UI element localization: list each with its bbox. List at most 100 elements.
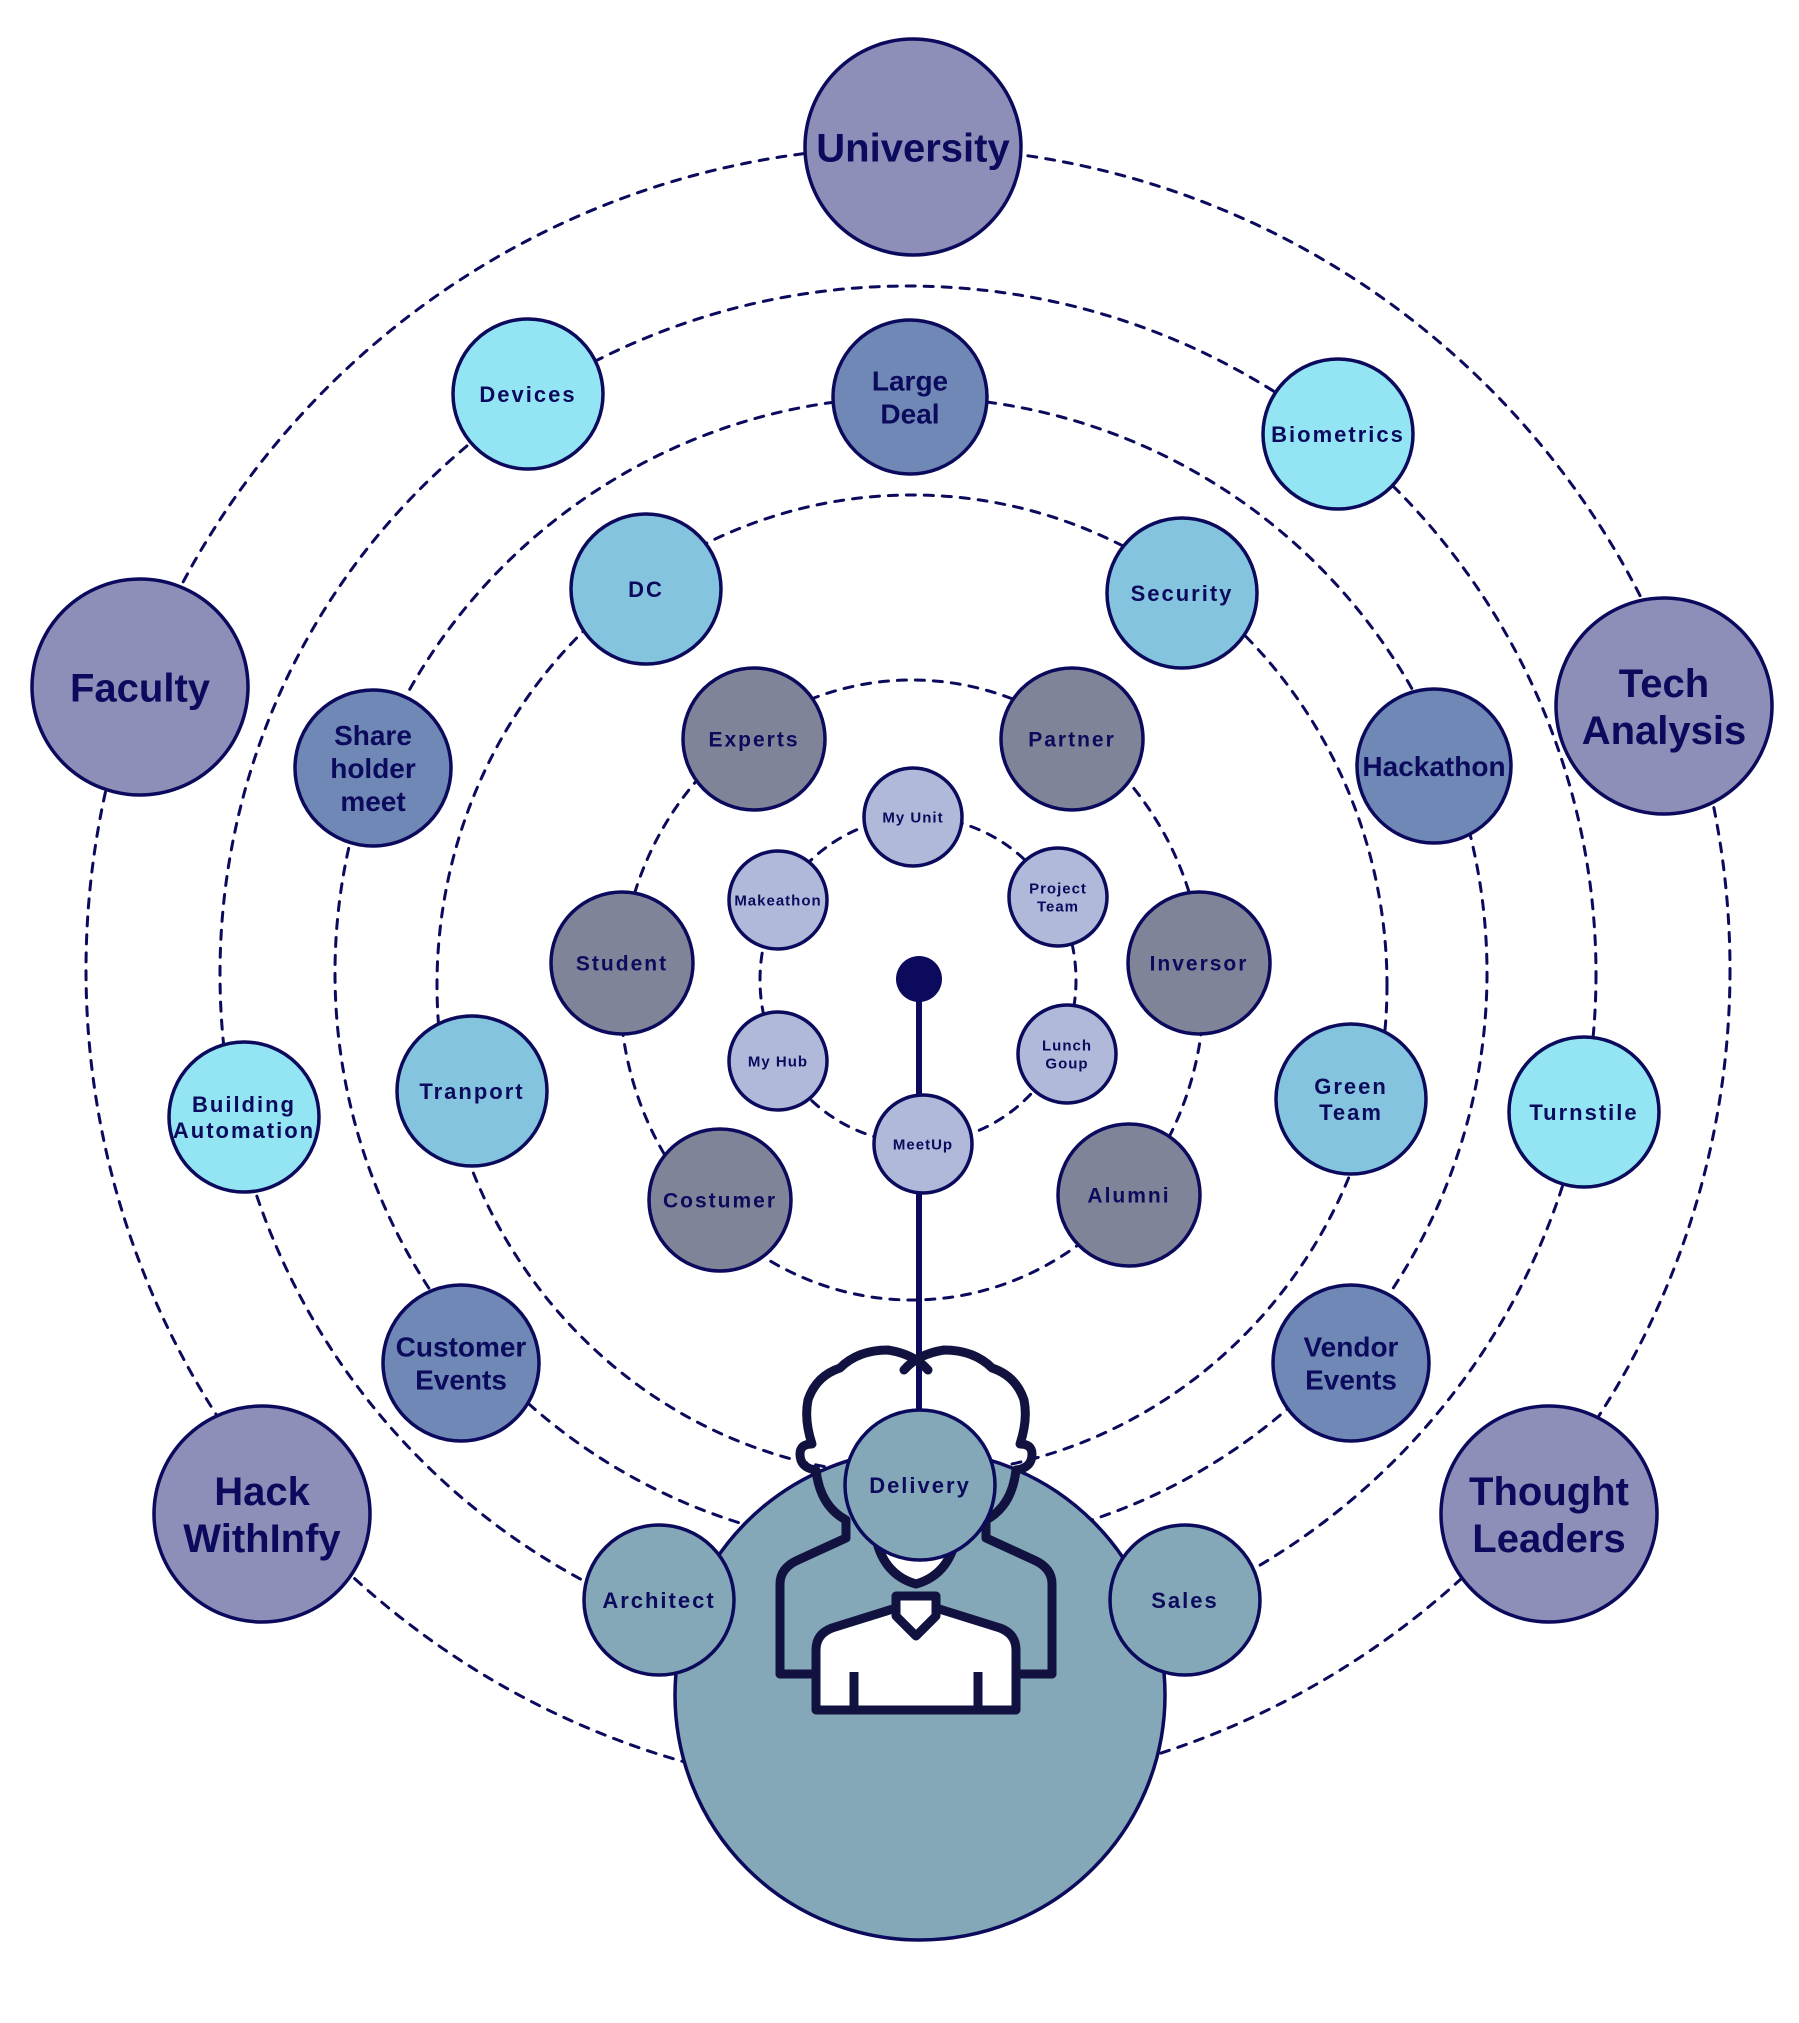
node-label: Goup: [1045, 1055, 1088, 1072]
node-circle: [1108, 1523, 1262, 1677]
node-label: Leaders: [1472, 1517, 1625, 1561]
node-label: Partner: [1028, 729, 1116, 752]
node-label: Automation: [173, 1118, 315, 1143]
node-label: Project: [1029, 881, 1087, 898]
node-label: Thought: [1469, 1470, 1629, 1514]
node-dc[interactable]: DC: [569, 512, 723, 666]
node-label: MeetUp: [893, 1136, 953, 1153]
node-circle: [1126, 890, 1272, 1036]
node-circle: [1554, 596, 1774, 816]
node-turnstile[interactable]: Turnstile: [1507, 1035, 1661, 1189]
node-label: Devices: [479, 382, 576, 407]
node-devices[interactable]: Devices: [451, 317, 605, 471]
node-circle: [727, 1010, 829, 1112]
node-experts[interactable]: Experts: [681, 666, 827, 812]
node-label: Lunch: [1042, 1038, 1092, 1055]
node-label: Delivery: [869, 1473, 971, 1498]
node-label: Student: [576, 953, 668, 976]
node-label: My Unit: [882, 809, 943, 826]
node-label: Vendor: [1304, 1332, 1399, 1363]
node-biometrics[interactable]: Biometrics: [1261, 357, 1415, 511]
node-alumni[interactable]: Alumni: [1056, 1122, 1202, 1268]
node-label: Experts: [708, 729, 799, 752]
node-faculty[interactable]: Faculty: [30, 577, 250, 797]
node-circle: [1355, 687, 1513, 845]
node-circle: [1439, 1404, 1659, 1624]
node-costumer[interactable]: Costumer: [647, 1127, 793, 1273]
node-circle: [451, 317, 605, 471]
node-architect[interactable]: Architect: [582, 1523, 736, 1677]
node-label: Tech: [1619, 662, 1709, 706]
node-circle: [872, 1093, 974, 1195]
node-circle: [582, 1523, 736, 1677]
node-label: Architect: [602, 1588, 715, 1613]
node-label: Events: [415, 1365, 507, 1396]
node-label: Faculty: [70, 666, 211, 710]
node-label: Turnstile: [1529, 1100, 1638, 1125]
node-circle: [549, 890, 695, 1036]
node-circle: [1274, 1022, 1428, 1176]
node-label: holder: [330, 753, 416, 784]
node-label: Team: [1037, 898, 1079, 915]
node-label: WithInfy: [183, 1517, 341, 1561]
node-label: Large: [872, 366, 948, 397]
node-circle: [999, 666, 1145, 812]
node-student[interactable]: Student: [549, 890, 695, 1036]
node-label: Costumer: [663, 1190, 777, 1213]
node-circle: [569, 512, 723, 666]
node-circle: [293, 688, 453, 848]
node-label: Makeathon: [734, 892, 821, 909]
node-label: DC: [628, 577, 664, 602]
node-label: meet: [340, 786, 405, 817]
node-inversor[interactable]: Inversor: [1126, 890, 1272, 1036]
hub-dot: [896, 956, 942, 1002]
node-label: Inversor: [1150, 953, 1249, 976]
node-delivery[interactable]: Delivery: [843, 1408, 997, 1562]
node-circle: [1007, 846, 1109, 948]
node-label: Share: [334, 720, 412, 751]
node-security[interactable]: Security: [1105, 516, 1259, 670]
node-circle: [395, 1014, 549, 1168]
node-hackathon[interactable]: Hackathon: [1355, 687, 1513, 845]
node-circle: [803, 37, 1023, 257]
node-label: Hackathon: [1362, 751, 1505, 782]
node-circle: [862, 766, 964, 868]
node-sales[interactable]: Sales: [1108, 1523, 1262, 1677]
node-my-hub[interactable]: My Hub: [727, 1010, 829, 1112]
node-circle: [843, 1408, 997, 1562]
node-circle: [1056, 1122, 1202, 1268]
node-label: My Hub: [748, 1053, 808, 1070]
node-label: Biometrics: [1271, 422, 1405, 447]
node-tranport[interactable]: Tranport: [395, 1014, 549, 1168]
node-makeathon[interactable]: Makeathon: [727, 849, 829, 951]
node-label: Security: [1131, 581, 1234, 606]
node-circle: [152, 1404, 372, 1624]
node-label: Green: [1314, 1074, 1388, 1099]
node-label: Tranport: [419, 1079, 524, 1104]
node-label: Deal: [880, 399, 939, 430]
node-label: Team: [1319, 1100, 1383, 1125]
node-partner[interactable]: Partner: [999, 666, 1145, 812]
node-my-unit[interactable]: My Unit: [862, 766, 964, 868]
node-circle: [167, 1040, 321, 1194]
node-circle: [681, 666, 827, 812]
node-circle: [727, 849, 829, 951]
node-university[interactable]: University: [803, 37, 1023, 257]
node-meetup[interactable]: MeetUp: [872, 1093, 974, 1195]
node-label: Alumni: [1087, 1185, 1170, 1208]
node-label: Hack: [214, 1470, 310, 1514]
